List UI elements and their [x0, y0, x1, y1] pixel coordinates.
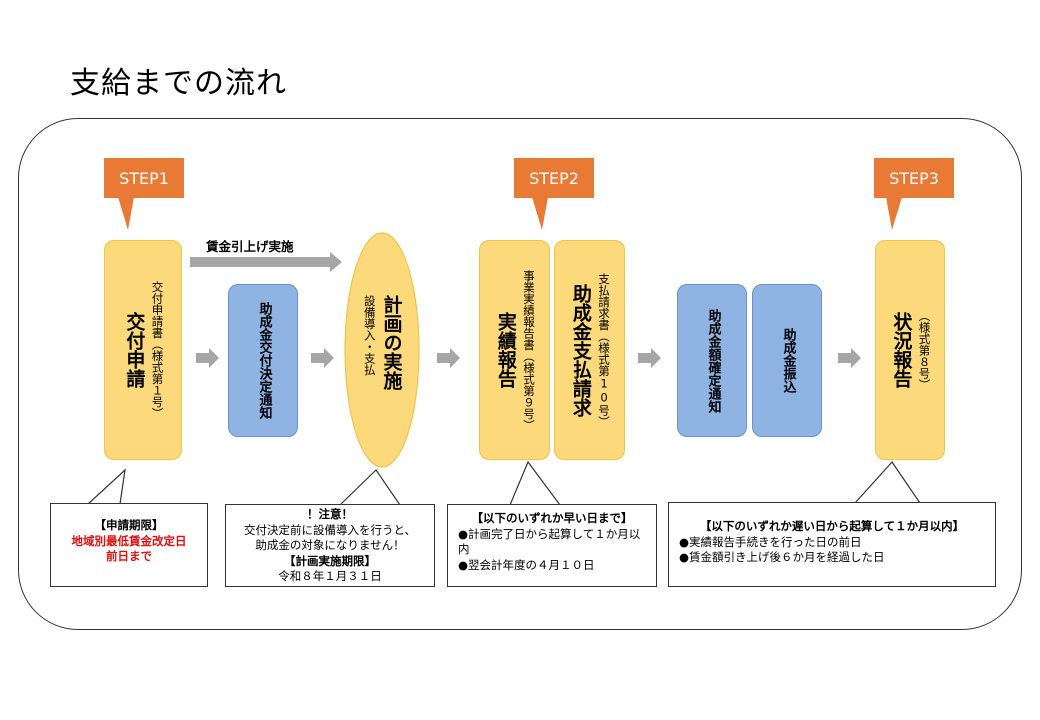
caution-line1: 交付決定前に設備導入を行うと、 [243, 522, 417, 537]
step2-callout-tail [532, 197, 548, 230]
flow-arrow-5 [838, 348, 861, 368]
flow-arrow-2 [311, 348, 334, 368]
plan-execution-content: 計画の実施 設備導入・支払 [345, 295, 419, 410]
flow-arrow-1 [196, 348, 219, 368]
plan-execution-title: 計画の実施 [380, 295, 403, 390]
status-deadline-heading: 【以下のいずれか遅い日から起算して１か月以内】 [699, 519, 965, 533]
flow-arrow-4 [638, 348, 661, 368]
status-note-tail [853, 461, 922, 504]
payment-request-form: 支払請求書（様式第10号） [597, 272, 612, 428]
performance-report-title: 実績報告 [494, 312, 517, 388]
deadline-line1: 地域別最低賃金改定日 [71, 533, 187, 548]
plan-execution-ellipse [344, 232, 420, 468]
performance-report-box: 事業実績報告書（様式第９号） 実績報告 [479, 240, 550, 460]
flow-frame [18, 118, 1022, 630]
performance-report-form: 事業実績報告書（様式第９号） [522, 269, 537, 431]
application-deadline-note: 【申請期限】 地域別最低賃金改定日 前日まで [50, 503, 208, 587]
amount-confirmation-box: 助成金額確定通知 [677, 284, 747, 437]
step1-badge: STEP1 [104, 158, 184, 198]
amount-confirmation-label: 助成金額確定通知 [705, 308, 721, 413]
status-report-title: 状況報告 [890, 312, 913, 388]
page-title: 支給までの流れ [70, 66, 287, 101]
application-box: 交付申請書（様式第１号） 交付申請 [104, 240, 182, 460]
status-deadline-note: 【以下のいずれか遅い日から起算して１か月以内】 ●実績報告手続きを行った日の前日… [668, 502, 996, 587]
caution-note: ！注意！ 交付決定前に設備導入を行うと、 助成金の対象になりません！ 【計画実施… [225, 504, 435, 587]
step1-callout-tail [118, 197, 134, 230]
step2-badge: STEP2 [514, 158, 594, 198]
wage-increase-arrow [190, 252, 342, 272]
report-deadline-note: 【以下のいずれか早い日まで】 ●計画完了日から起算して１か月以内 ●翌会計年度の… [447, 504, 657, 587]
caution-line2: 助成金の対象になりません！ [255, 538, 405, 553]
step3-callout-tail [886, 197, 902, 230]
flow-arrow-3 [437, 348, 460, 368]
plan-period-heading: 【計画実施期限】 [284, 553, 376, 568]
payment-request-title: 助成金支払請求 [569, 283, 592, 417]
report-deadline-item1: ●計画完了日から起算して１か月以内 [458, 526, 641, 557]
plan-execution-sub: 設備導入・支払 [362, 295, 377, 376]
payment-request-box: 支払請求書（様式第10号） 助成金支払請求 [554, 240, 625, 460]
plan-period-date: 令和８年１月３１日 [278, 569, 382, 584]
deadline-note-tail [86, 468, 126, 505]
status-report-box: （様式第８号） 状況報告 [875, 240, 945, 460]
deadline-heading: 【申請期限】 [94, 518, 164, 532]
application-title: 交付申請 [123, 312, 146, 388]
status-deadline-item2: ●賃金額引き上げ後６か月を経過した日 [679, 550, 885, 565]
grant-decision-box: 助成金交付決定通知 [228, 284, 298, 437]
report-deadline-heading: 【以下のいずれか早い日まで】 [471, 511, 633, 525]
wage-increase-label: 賃金引上げ実施 [206, 239, 294, 254]
report-deadline-item2: ●翌会計年度の４月１０日 [458, 557, 595, 572]
status-report-form: （様式第８号） [917, 309, 932, 391]
transfer-box: 助成金振込 [752, 284, 822, 437]
caution-note-tail [338, 469, 402, 506]
report-note-tail [509, 460, 562, 506]
deadline-line2: 前日まで [106, 549, 152, 564]
grant-decision-label: 助成金交付決定通知 [256, 302, 272, 419]
application-form-label: 交付申請書（様式第１号） [150, 281, 165, 419]
transfer-label: 助成金振込 [780, 328, 796, 393]
status-deadline-item1: ●実績報告手続きを行った日の前日 [679, 534, 862, 549]
caution-heading: ！注意！ [307, 507, 353, 521]
step3-badge: STEP3 [874, 158, 954, 198]
